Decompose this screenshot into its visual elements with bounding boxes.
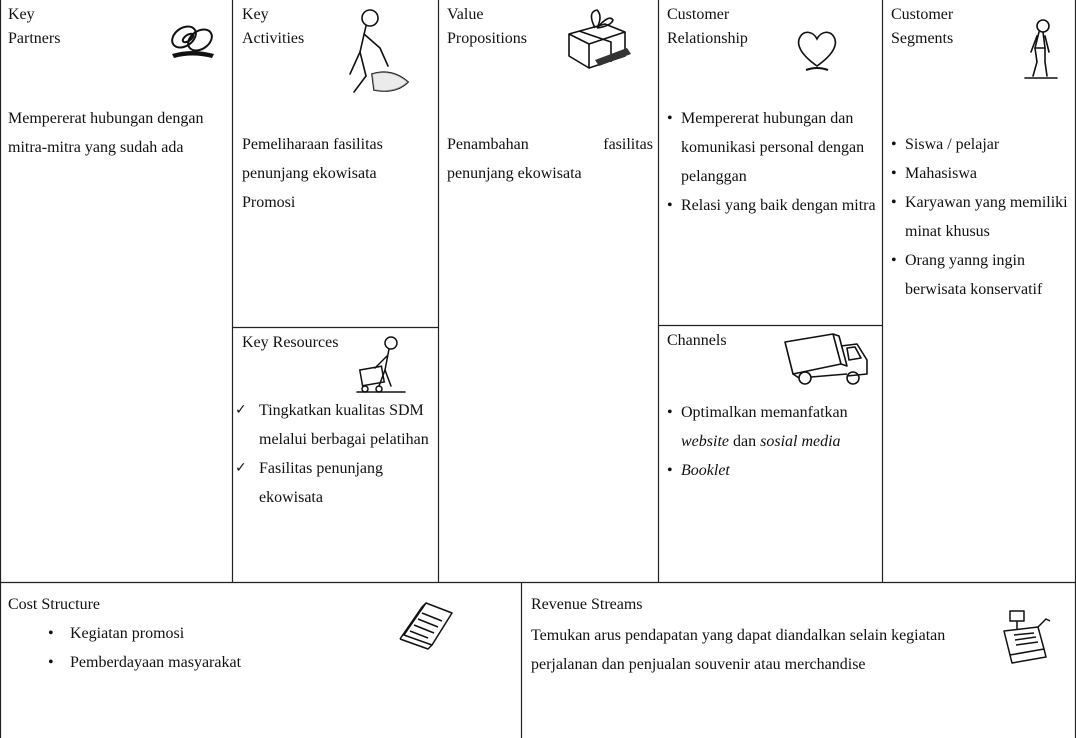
channels-item-booklet: Booklet — [681, 462, 730, 479]
customer-relationship-item: Relasi yang baik dengan mitra — [665, 191, 877, 220]
person-working-icon — [349, 9, 410, 93]
paper-documents-icon — [399, 602, 453, 650]
channels-item: Optimalkan memanfatkan website dan sosia… — [665, 398, 879, 456]
customer-segments-item: Orang yanng ingin berwisata konservatif — [889, 246, 1073, 304]
channels-item-website: website — [681, 433, 729, 450]
chain-links-icon — [171, 25, 214, 58]
heart-icon — [797, 31, 837, 71]
key-activities-line1: Pemeliharaan fasilitas penunjang ekowisa… — [242, 136, 383, 182]
revenue-streams-text: Temukan arus pendapatan yang dapat diand… — [531, 627, 946, 673]
revenue-streams-block: Revenue Streams Temukan arus pendapatan … — [522, 583, 1075, 738]
value-propositions-block: Value Propositions Penambahan fasilitas … — [439, 0, 658, 582]
cost-structure-block: Cost Structure Kegiatan promosi Pemberda… — [0, 583, 521, 738]
channels-item-social-media: sosial media — [760, 433, 841, 450]
channels-list: Optimalkan memanfatkan website dan sosia… — [665, 398, 879, 485]
cost-structure-item: Pemberdayaan masyarakat — [30, 648, 370, 677]
customer-relationship-title: Customer Relationship — [667, 6, 748, 47]
cost-structure-list: Kegiatan promosi Pemberdayaan masyarakat — [30, 619, 370, 677]
channels-title: Channels — [667, 332, 727, 349]
value-propositions-text: Penambahan fasilitas penunjang ekowisata — [447, 136, 653, 182]
key-resources-list: Tingkatkan kualitas SDM melalui berbagai… — [235, 396, 430, 512]
key-partners-text: Mempererat hubungan dengan mitra-mitra y… — [8, 110, 204, 156]
channels-item-text: Optimalkan memanfatkan — [681, 404, 848, 421]
key-resources-item: Fasilitas penunjang ekowisata — [235, 454, 430, 512]
channels-item-connector: dan — [729, 433, 761, 450]
cash-register-icon — [1003, 610, 1051, 664]
key-resources-title: Key Resources — [242, 334, 339, 351]
customer-segments-item: Karyawan yang memiliki minat khusus — [889, 188, 1073, 246]
cost-structure-item: Kegiatan promosi — [30, 619, 370, 648]
customer-segments-item: Siswa / pelajar — [889, 130, 1073, 159]
customer-relationship-block: Customer Relationship Mempererat hubunga… — [659, 0, 882, 325]
channels-item: Booklet — [665, 456, 879, 485]
key-activities-block: Key Activities Pemeliharaan fasilitas pe… — [233, 0, 438, 327]
person-with-cart-icon — [356, 336, 406, 393]
key-activities-text: Pemeliharaan fasilitas penunjang ekowisa… — [242, 130, 434, 217]
key-partners-block: Key Partners Mempererat hubungan dengan … — [0, 0, 232, 582]
key-partners-title: Key Partners — [8, 6, 61, 47]
customer-segments-block: Customer Segments Siswa / pelajar Mahasi… — [883, 0, 1075, 582]
gift-box-icon — [568, 9, 631, 69]
standing-person-icon — [1024, 19, 1058, 79]
customer-relationship-item: Mempererat hubungan dan komunikasi perso… — [665, 104, 877, 191]
channels-block: Channels Optimalkan memanfatkan website … — [659, 326, 882, 582]
cost-structure-title: Cost Structure — [8, 596, 100, 613]
customer-relationship-list: Mempererat hubungan dan komunikasi perso… — [665, 104, 877, 220]
customer-segments-list: Siswa / pelajar Mahasiswa Karyawan yang … — [889, 130, 1073, 304]
customer-segments-item: Mahasiswa — [889, 159, 1073, 188]
key-resources-item: Tingkatkan kualitas SDM melalui berbagai… — [235, 396, 430, 454]
key-resources-block: Key Resources Tingkatkan kualitas SDM me… — [233, 328, 438, 582]
key-activities-title: Key Activities — [242, 6, 305, 47]
value-propositions-title: Value Propositions — [447, 6, 528, 47]
delivery-truck-icon — [784, 333, 868, 385]
revenue-streams-title: Revenue Streams — [531, 596, 643, 613]
key-activities-line2: Promosi — [242, 194, 296, 211]
customer-segments-title: Customer Segments — [891, 6, 954, 47]
